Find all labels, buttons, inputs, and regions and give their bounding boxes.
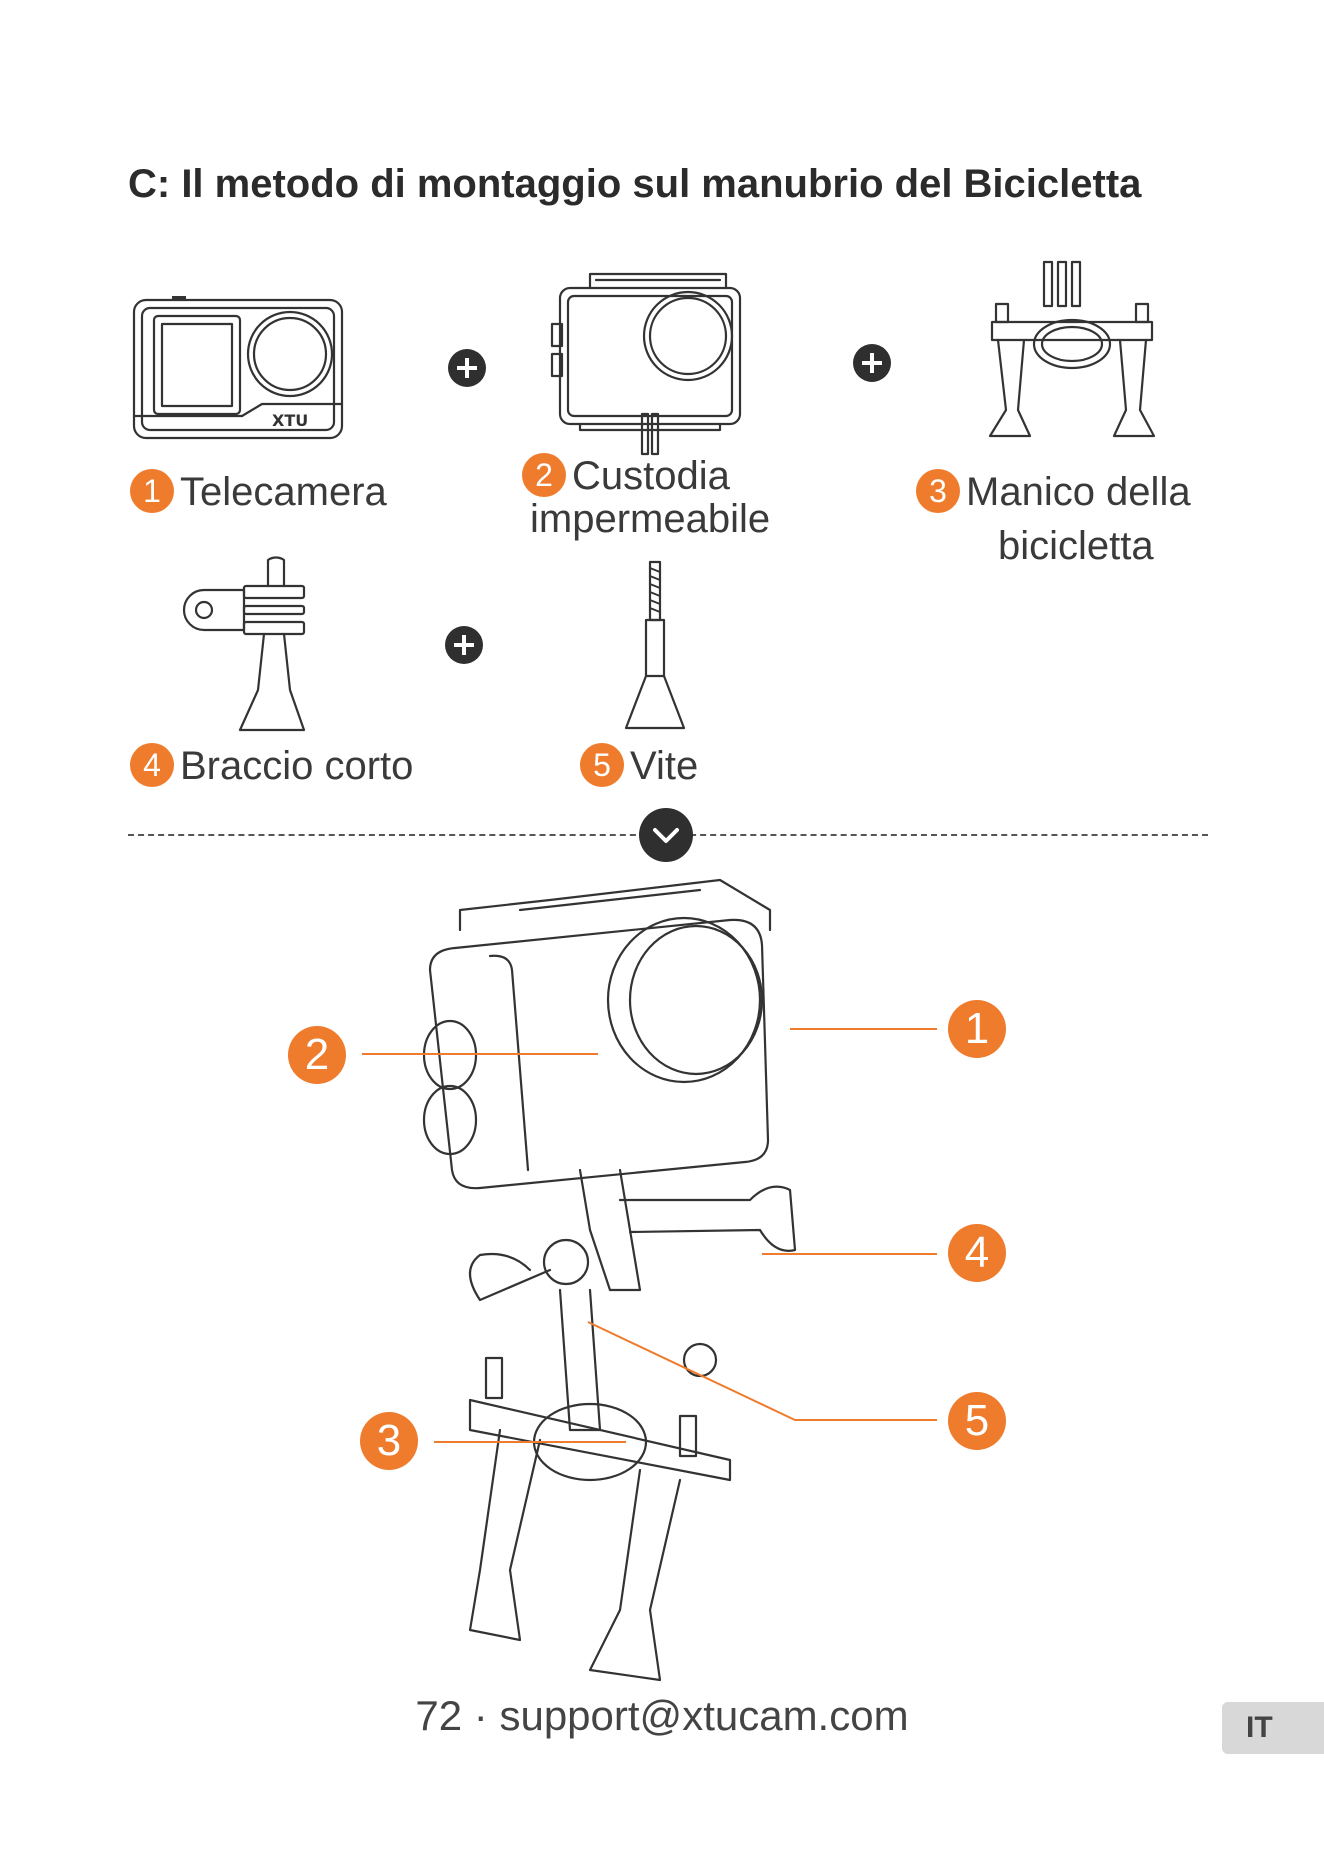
- page-footer: 72 · support@xtucam.com: [0, 1692, 1324, 1740]
- language-tab: IT: [1222, 1702, 1324, 1754]
- callout-badge-2: 2: [288, 1026, 346, 1084]
- callout-badge-1: 1: [948, 1000, 1006, 1058]
- callout-badge-4: 4: [948, 1224, 1006, 1282]
- callout-badge-3: 3: [360, 1412, 418, 1470]
- callout-badge-5: 5: [948, 1392, 1006, 1450]
